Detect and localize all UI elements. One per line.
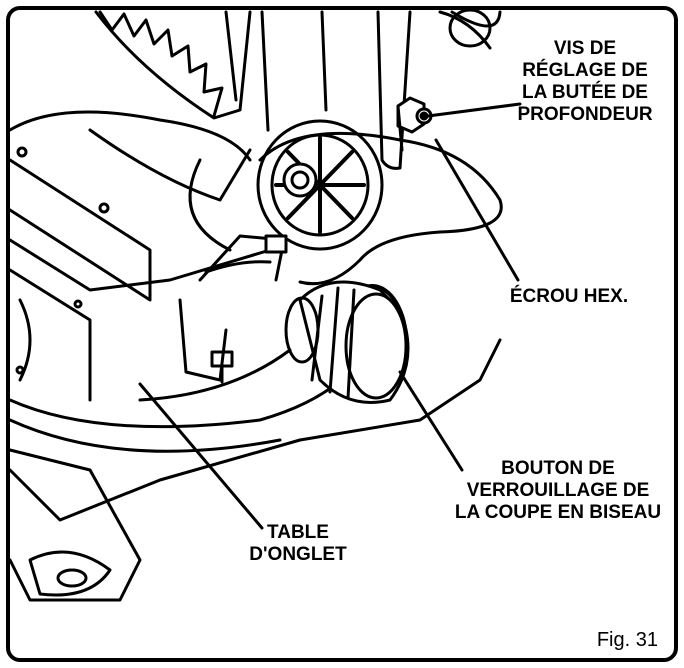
label-ecrou-hex: ÉCROU HEX. (494, 286, 644, 308)
label-line: LA BUTÉE DE (522, 82, 648, 103)
figure-border (6, 6, 678, 662)
label-bouton-verrouillage-biseau: BOUTON DE VERROUILLAGE DE LA COUPE EN BI… (440, 458, 676, 524)
figure-caption: Fig. 31 (596, 629, 658, 651)
label-line: ÉCROU HEX. (509, 286, 629, 307)
leader-lines (138, 102, 522, 530)
blade-teeth (98, 10, 224, 118)
label-line: PROFONDEUR (517, 104, 653, 125)
leader-ecrou-hex (434, 138, 520, 282)
leader-bouton (398, 370, 464, 472)
label-line: BOUTON DE (501, 458, 615, 479)
label-line: RÉGLAGE DE (522, 60, 648, 81)
saw-drawing (8, 8, 503, 602)
miter-table (8, 110, 252, 162)
bevel-scale (198, 234, 286, 282)
label-line: VIS DE (553, 38, 617, 59)
label-line: LA COUPE EN BISEAU (454, 502, 662, 523)
label-vis-reglage-butee-profondeur: VIS DE RÉGLAGE DE LA BUTÉE DE PROFONDEUR (500, 38, 670, 126)
label-line: TABLE (267, 522, 329, 543)
leader-vis-reglage (426, 102, 522, 118)
label-line: VERROUILLAGE DE (466, 480, 650, 501)
leader-table-onglet (138, 382, 264, 530)
saw-arm (260, 10, 412, 170)
label-table-onglet: TABLE D'ONGLET (228, 522, 368, 566)
label-line: D'ONGLET (249, 544, 347, 565)
motor-housing (258, 131, 503, 286)
blade-guard (94, 10, 252, 120)
fence (8, 158, 152, 302)
